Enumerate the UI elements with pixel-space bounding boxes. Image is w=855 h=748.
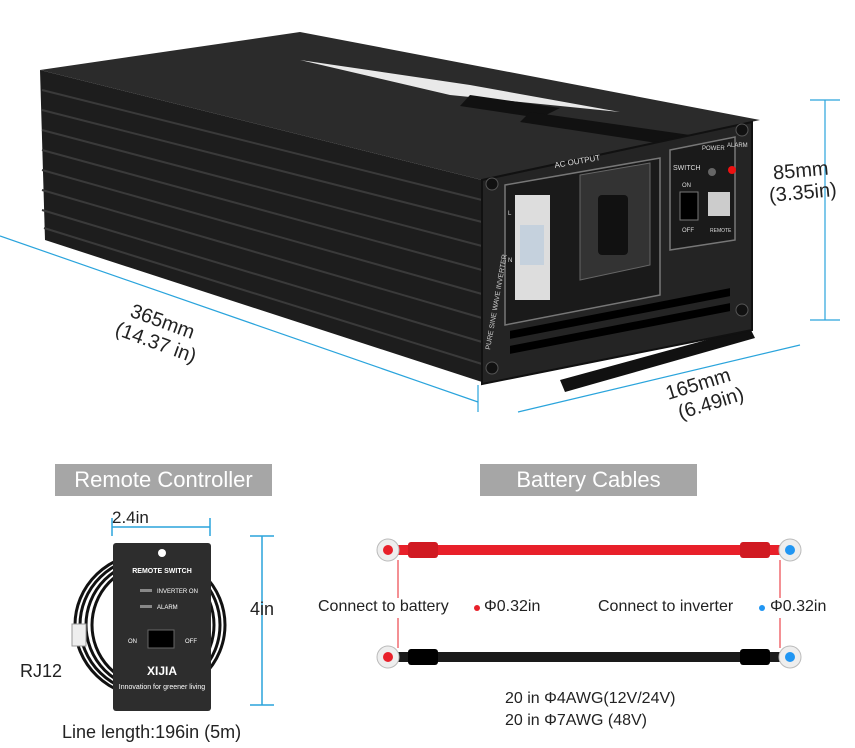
inverter-dot — [759, 605, 765, 611]
battery-dot — [474, 605, 480, 611]
inverter-top-face — [40, 32, 760, 180]
cable-spec-line2: 20 in Φ7AWG (48V) — [505, 712, 647, 729]
black-cable — [376, 645, 802, 669]
power-label: POWER — [702, 146, 725, 152]
switch-on-label: ON — [682, 183, 691, 189]
connect-battery-label: Connect to battery — [318, 598, 449, 615]
inverter-diameter: Φ0.32in — [770, 598, 827, 615]
terminal-l-label: L — [508, 211, 512, 217]
inverter-illustration: AC OUTPUT L N SWITCH POWER ALARM ON OFF … — [0, 32, 840, 413]
battery-cables-header: Battery Cables — [480, 464, 697, 496]
battery-cables-illustration — [376, 538, 802, 669]
remote-rocker-switch[interactable] — [147, 629, 175, 649]
cable-spec-line1: 20 in Φ4AWG(12V/24V) — [505, 690, 676, 707]
terminal-n-label: N — [508, 258, 512, 264]
remote-led-alarm: ALARM — [157, 605, 178, 611]
remote-illustration: REMOTE SWITCH INVERTER ON ALARM ON OFF X… — [71, 518, 274, 711]
switch-label: SWITCH — [673, 165, 701, 172]
height-dimension: 85mm (3.35in) — [766, 157, 837, 207]
red-cable — [376, 538, 802, 562]
rj12-connector — [71, 623, 87, 647]
remote-height-label: 4in — [250, 599, 275, 619]
remote-on-label: ON — [128, 639, 137, 645]
switch-off-label: OFF — [682, 228, 694, 234]
battery-diameter: Φ0.32in — [484, 598, 541, 615]
remote-panel — [113, 543, 211, 711]
remote-slogan: Innovation for greener living — [119, 684, 205, 691]
remote-width-label: 2.4in — [112, 508, 149, 527]
rj12-label: RJ12 — [20, 661, 63, 681]
line-length-label: Line length:196in (5m) — [62, 722, 242, 742]
inverter-label-sticker — [300, 60, 620, 112]
inverter-side-face — [40, 70, 482, 382]
connect-inverter-label: Connect to inverter — [598, 598, 734, 615]
remote-off-label: OFF — [185, 639, 197, 645]
power-switch[interactable] — [679, 191, 699, 221]
remote-port-label: REMOTE — [710, 228, 732, 234]
alarm-label: ALARM — [727, 143, 748, 149]
remote-brand-logo: XIJIA — [147, 664, 177, 678]
remote-panel-title: REMOTE SWITCH — [132, 568, 192, 575]
remote-controller-header: Remote Controller — [55, 464, 272, 496]
dimension-lines — [0, 99, 840, 413]
remote-led-inverter-on: INVERTER ON — [157, 589, 198, 595]
remote-port[interactable] — [708, 192, 730, 216]
alarm-led — [728, 166, 736, 174]
power-led — [708, 168, 716, 176]
